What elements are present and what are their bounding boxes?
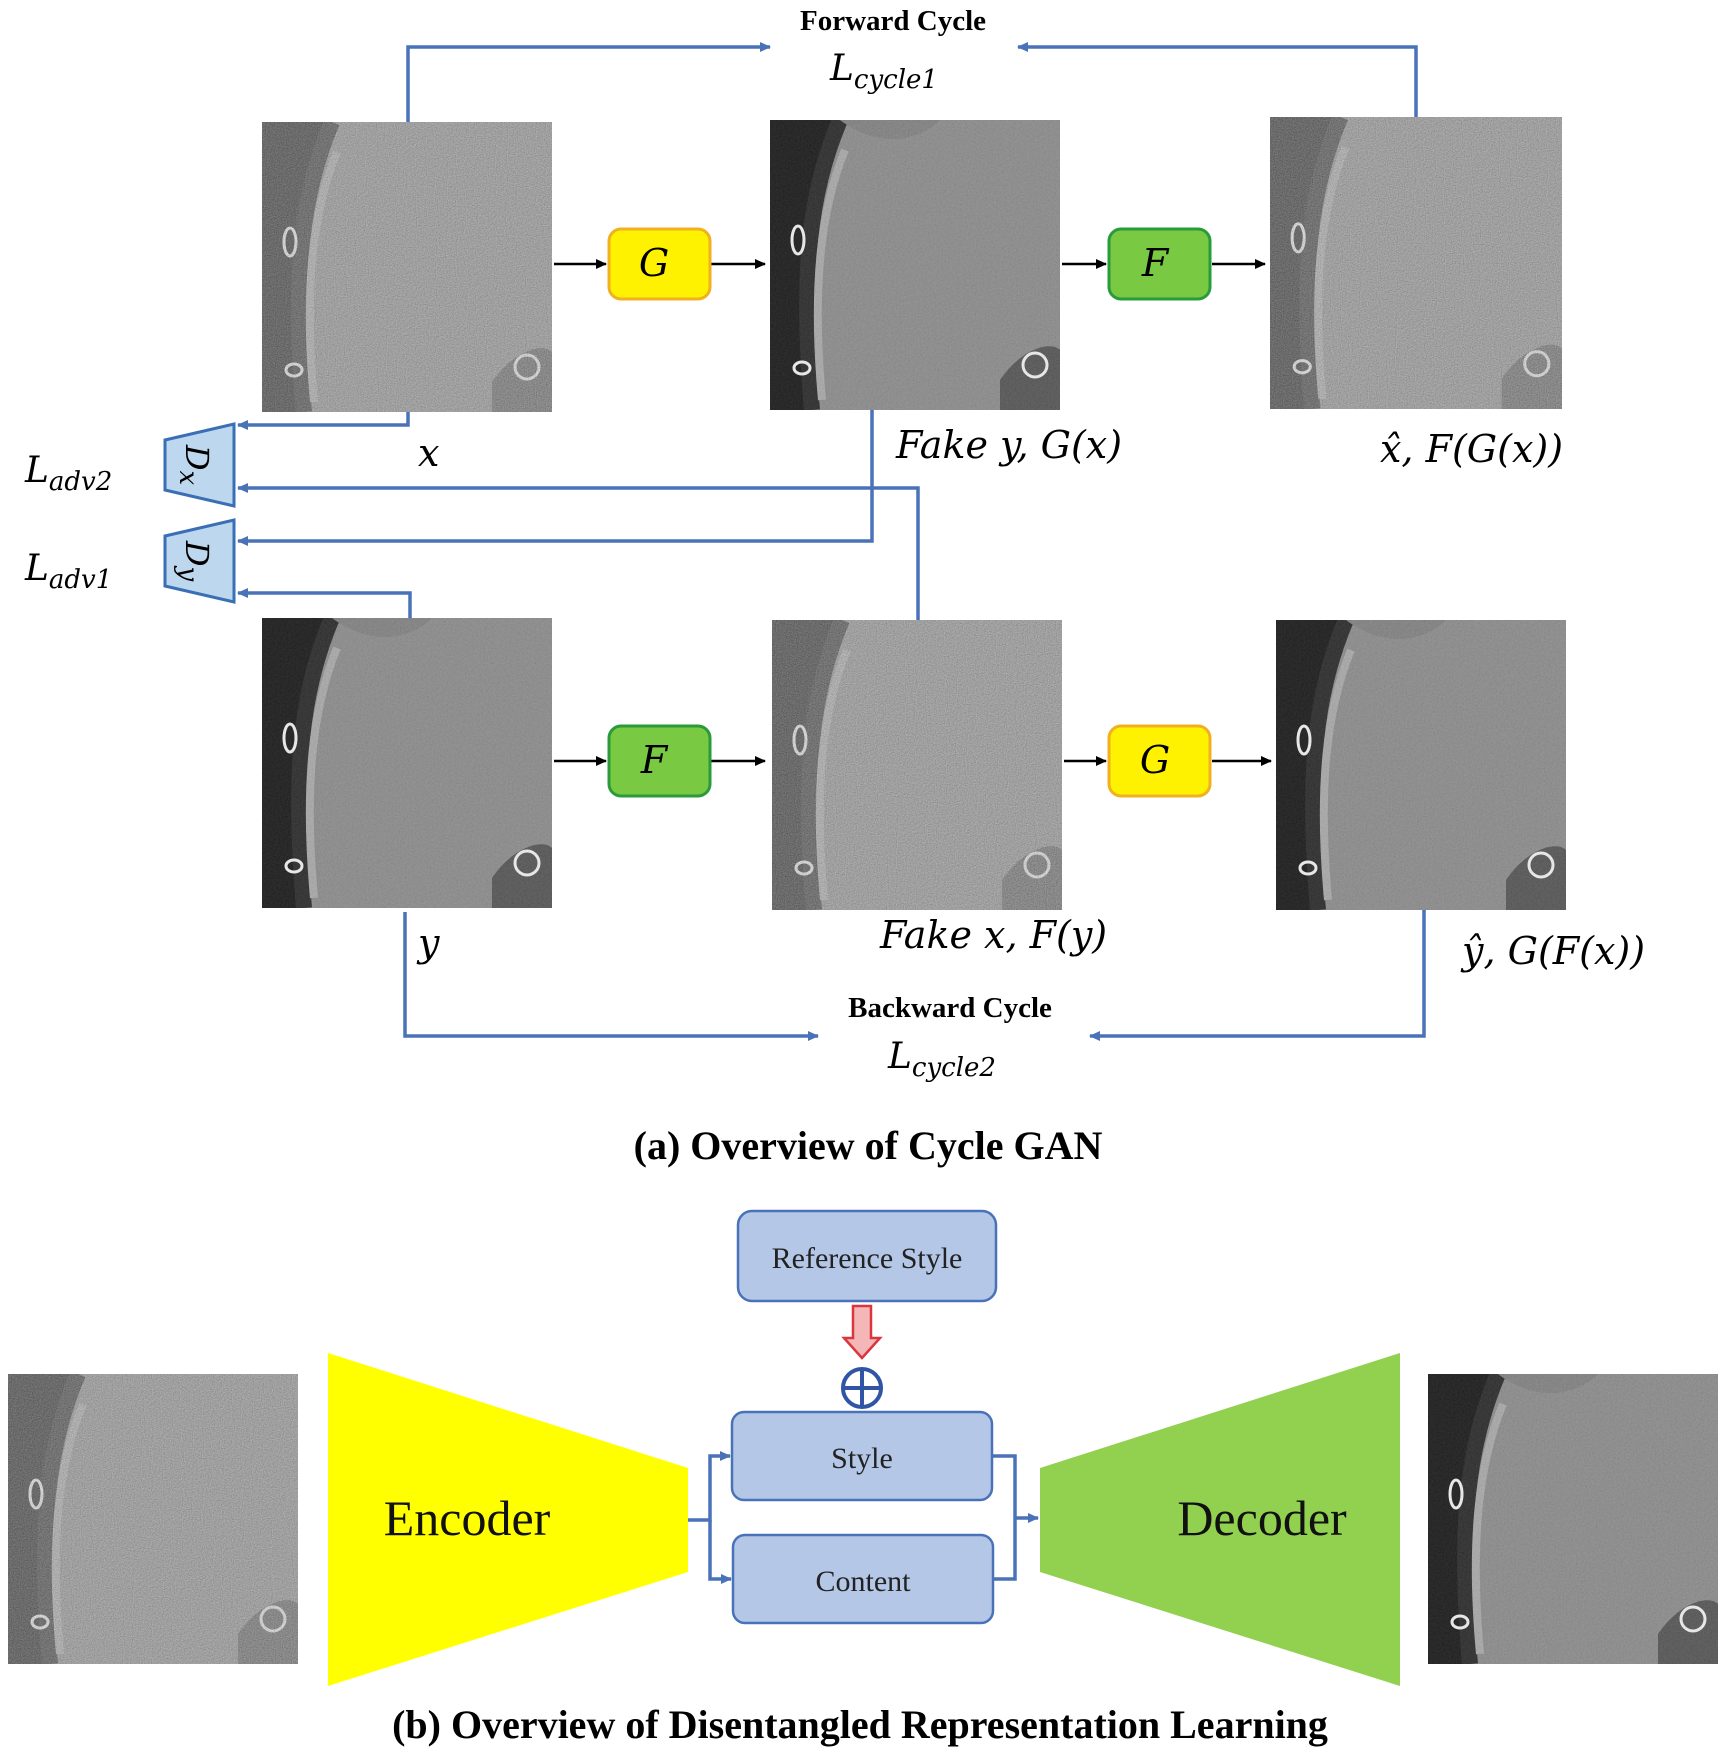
content-box: Content bbox=[731, 1533, 995, 1625]
wire-fake-y-to-dy bbox=[237, 410, 874, 546]
caption-panel-a: (a) Overview of Cycle GAN bbox=[634, 1123, 1103, 1168]
input-image-x bbox=[262, 122, 552, 412]
label-fake-y: Fake y, G(x) bbox=[895, 423, 1122, 467]
generator-G-label: G bbox=[639, 241, 669, 285]
wire-encoder-to-style bbox=[688, 1451, 731, 1522]
wire-encoder-to-content bbox=[708, 1520, 732, 1584]
reference-style-box: Reference Style bbox=[736, 1209, 998, 1303]
fake-y-image bbox=[770, 120, 1060, 410]
discriminator-dy: Dy bbox=[163, 518, 236, 604]
add-operation-icon bbox=[841, 1367, 883, 1409]
generator-G-forward: G bbox=[607, 227, 712, 301]
reference-style-label: Reference Style bbox=[772, 1242, 963, 1275]
generator-G-label: G bbox=[1140, 738, 1170, 782]
label-y-hat: ŷ, G(F(x)) bbox=[1460, 929, 1645, 973]
style-label: Style bbox=[831, 1442, 893, 1475]
discriminator-dx: Dx bbox=[163, 422, 236, 508]
generator-F-forward: F bbox=[1107, 227, 1212, 301]
reconstructed-x-image bbox=[1270, 117, 1562, 409]
input-noisy-image bbox=[8, 1374, 298, 1664]
content-label: Content bbox=[816, 1565, 912, 1598]
label-fake-x: Fake x, F(y) bbox=[879, 913, 1107, 957]
backward-cycle-wire-left bbox=[403, 912, 819, 1041]
forward-cycle-wire-right bbox=[1017, 42, 1418, 117]
encoder-label: Encoder bbox=[384, 1490, 551, 1546]
decoder-label: Decoder bbox=[1177, 1490, 1347, 1546]
forward-cycle-title: Forward Cycle bbox=[800, 5, 986, 37]
loss-adv1: Ladv1 bbox=[24, 548, 112, 595]
generator-F-label: F bbox=[640, 738, 669, 782]
wire-y-to-dy bbox=[237, 588, 412, 618]
backward-cycle-loss: Lcycle2 bbox=[887, 1036, 996, 1083]
backward-cycle-title: Backward Cycle bbox=[848, 992, 1052, 1024]
caption-panel-b: (b) Overview of Disentangled Representat… bbox=[392, 1702, 1328, 1747]
generator-G-backward: G bbox=[1107, 724, 1212, 798]
forward-cycle-wire-left bbox=[406, 42, 771, 122]
label-y: y bbox=[416, 921, 440, 965]
svg-text:Dx: Dx bbox=[173, 444, 216, 486]
label-x-hat: x̂, F(G(x)) bbox=[1380, 427, 1563, 471]
output-clean-image bbox=[1428, 1374, 1718, 1664]
red-down-arrow bbox=[841, 1304, 883, 1360]
style-box: Style bbox=[730, 1410, 994, 1502]
generator-F-backward: F bbox=[607, 724, 712, 798]
backward-cycle-wire-right bbox=[1089, 910, 1426, 1041]
decoder-block: Decoder bbox=[1040, 1353, 1400, 1686]
forward-cycle-loss: Lcycle1 bbox=[829, 48, 938, 95]
loss-adv2: Ladv2 bbox=[24, 450, 112, 497]
fake-x-image bbox=[772, 620, 1062, 910]
label-x: x bbox=[418, 431, 439, 475]
wire-style-to-decoder bbox=[993, 1454, 1017, 1581]
generator-F-label: F bbox=[1141, 241, 1170, 285]
wire-x-to-dx bbox=[237, 412, 410, 430]
encoder-block: Encoder bbox=[328, 1353, 688, 1686]
svg-text:Dy: Dy bbox=[173, 540, 216, 582]
wire-fake-x-to-dx bbox=[237, 483, 920, 620]
reconstructed-y-image bbox=[1276, 620, 1566, 910]
input-image-y bbox=[262, 618, 552, 908]
